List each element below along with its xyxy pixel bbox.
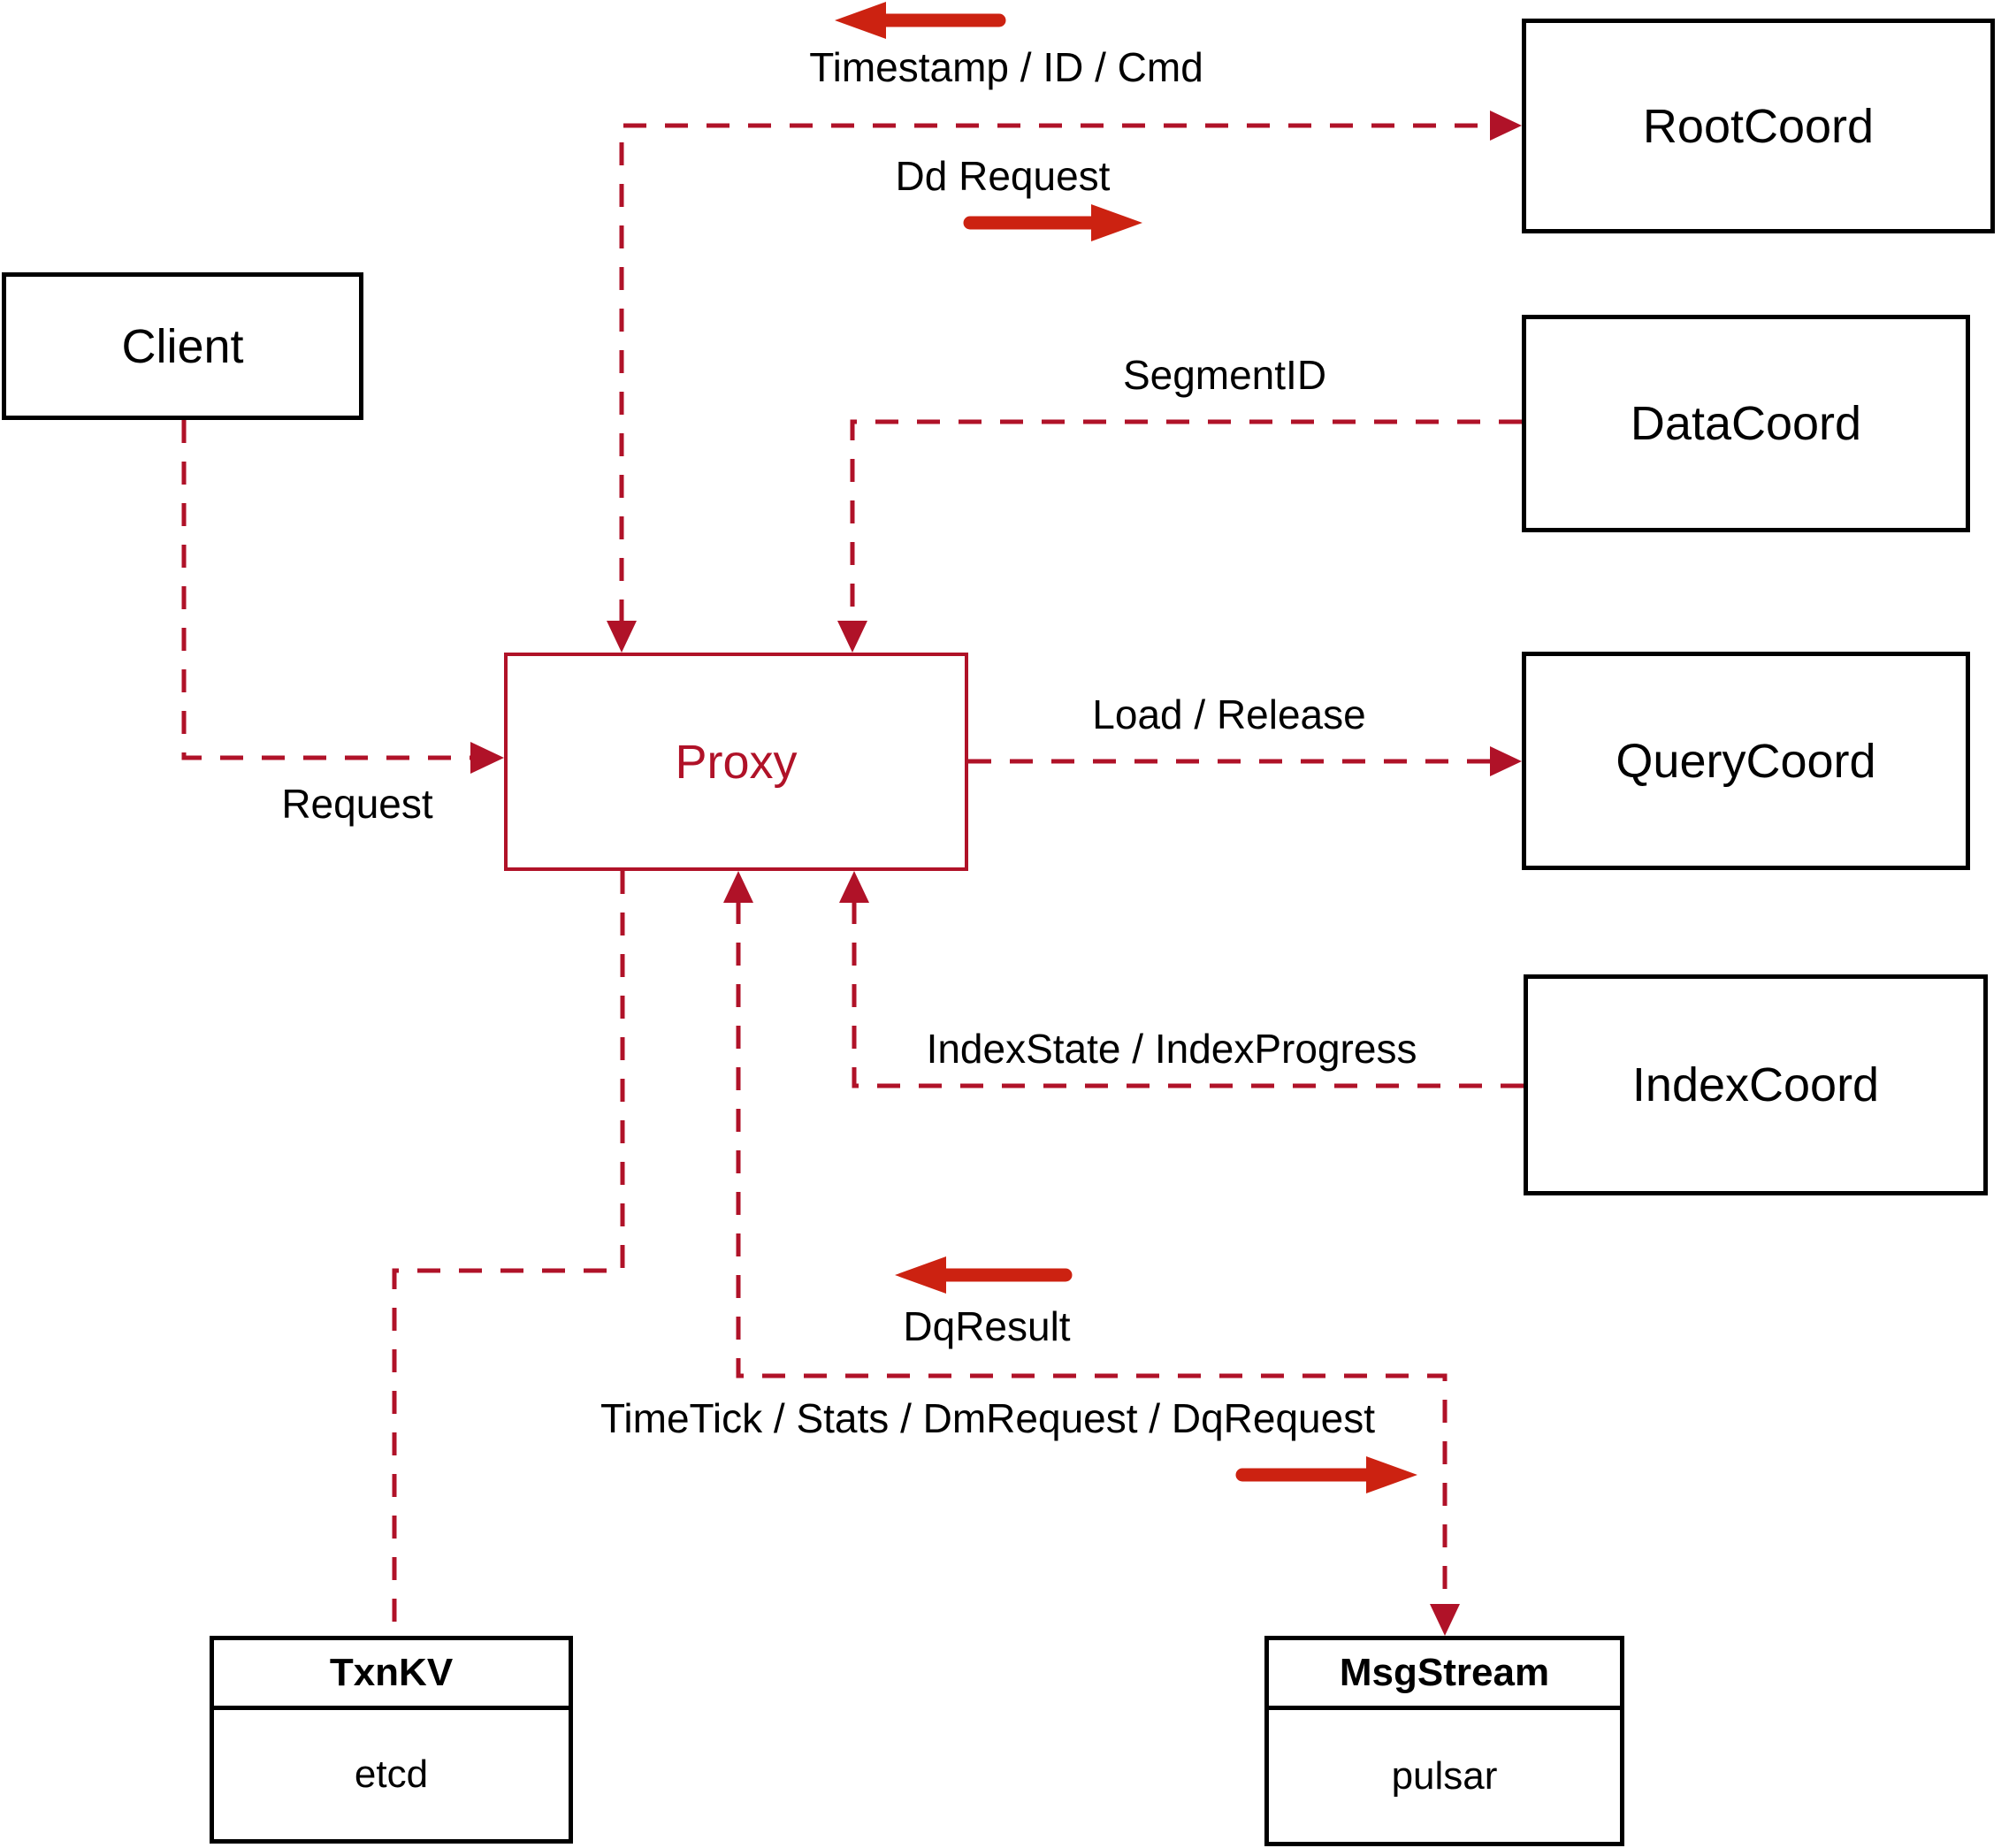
- node-txnkv-title: TxnKV: [214, 1640, 569, 1710]
- arrowhead-into-rootcoord-icon: [1490, 111, 1522, 141]
- arrowhead-into-proxy-left-icon: [470, 742, 504, 774]
- arrowhead-into-proxy-top-right-icon: [837, 621, 867, 653]
- edge-client-proxy: [181, 420, 474, 760]
- edge-label-dd-request: Dd Request: [895, 153, 1111, 199]
- node-msgstream-title: MsgStream: [1269, 1640, 1620, 1710]
- direction-right-arrow-dd-request-icon: [963, 204, 1142, 241]
- direction-right-arrow-timetick-icon: [1235, 1456, 1417, 1493]
- edge-proxy-msgstream: [736, 901, 1448, 1606]
- node-rootcoord: RootCoord: [1522, 19, 1995, 233]
- direction-left-arrow-dqresult-icon: [895, 1256, 1073, 1294]
- node-datacoord-label: DataCoord: [1630, 397, 1862, 450]
- edge-label-indexstate-indexprogress: IndexState / IndexProgress: [926, 1026, 1417, 1072]
- edge-label-load-release: Load / Release: [1092, 691, 1366, 737]
- node-indexcoord-label: IndexCoord: [1631, 1058, 1880, 1111]
- direction-left-arrow-timestamp-icon: [835, 2, 1006, 39]
- node-proxy-label: Proxy: [675, 735, 798, 789]
- node-msgstream-subtitle: pulsar: [1391, 1753, 1498, 1798]
- node-txnkv: TxnKV etcd: [210, 1636, 573, 1844]
- edge-proxy-rootcoord: [619, 123, 1492, 622]
- node-datacoord: DataCoord: [1522, 315, 1970, 532]
- node-txnkv-subtitle: etcd: [354, 1753, 429, 1796]
- edge-label-segmentid: SegmentID: [1122, 352, 1327, 398]
- edge-label-timetick-stats-dmrequest-dqrequest: TimeTick / Stats / DmRequest / DqRequest: [600, 1395, 1375, 1441]
- node-querycoord: QueryCoord: [1522, 652, 1970, 870]
- node-indexcoord: IndexCoord: [1524, 974, 1988, 1195]
- arrowhead-into-proxy-bottom-right-icon: [839, 871, 869, 903]
- node-rootcoord-label: RootCoord: [1642, 99, 1875, 153]
- node-proxy: Proxy: [504, 653, 968, 871]
- node-msgstream: MsgStream pulsar: [1264, 1636, 1624, 1846]
- edge-proxy-txnkv: [392, 871, 625, 1636]
- edge-label-dqresult: DqResult: [903, 1303, 1071, 1349]
- arrowhead-into-querycoord-icon: [1490, 746, 1522, 776]
- node-querycoord-label: QueryCoord: [1616, 734, 1876, 788]
- edge-datacoord-proxy: [850, 419, 1522, 622]
- node-client-label: Client: [121, 319, 244, 373]
- arrowhead-into-msgstream-icon: [1430, 1604, 1460, 1636]
- edge-label-timestamp-id-cmd: Timestamp / ID / Cmd: [809, 44, 1203, 90]
- arrowhead-into-proxy-bottom-mid-icon: [723, 871, 753, 903]
- arrowhead-into-proxy-top-left-icon: [607, 621, 637, 653]
- edge-indexcoord-proxy: [852, 901, 1524, 1088]
- edge-label-request: Request: [281, 781, 433, 827]
- node-client: Client: [2, 272, 363, 420]
